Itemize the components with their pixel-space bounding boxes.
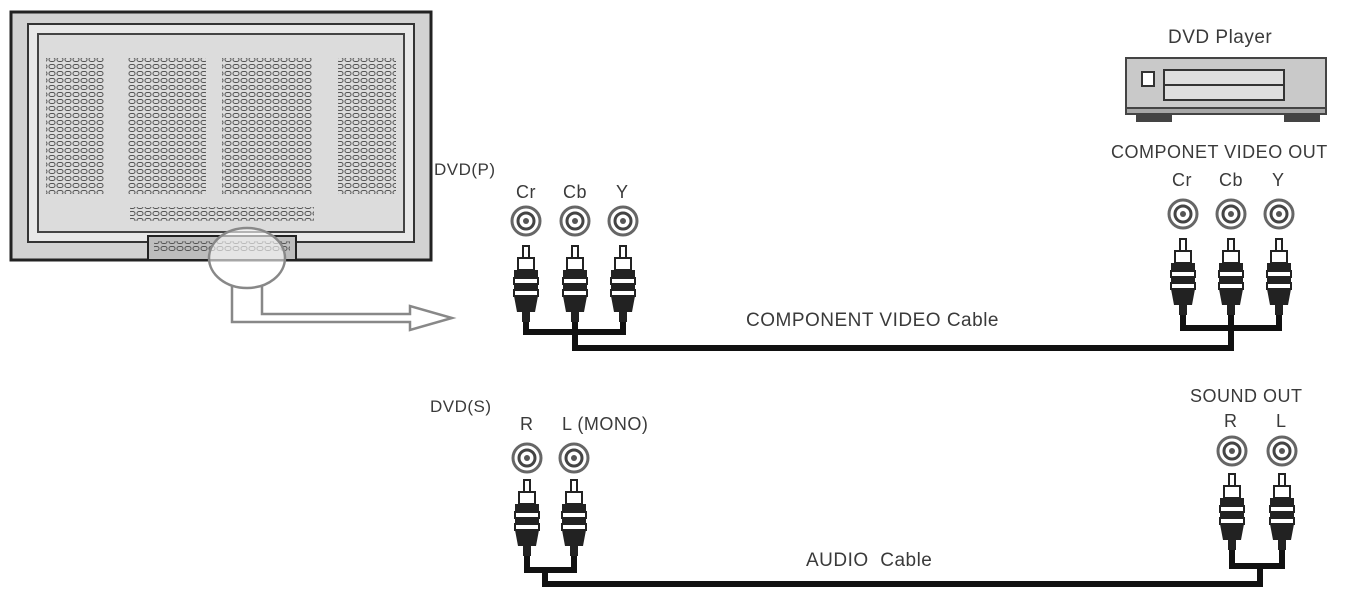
tv-jack-label-l-mono: L (MONO) (562, 414, 649, 434)
dvd-jack-label-cb: Cb (1219, 170, 1244, 190)
dvd-jack-label-l: L (1276, 411, 1287, 431)
dvd-video-plugs (1170, 238, 1292, 316)
tv-jack-label-y: Y (616, 182, 629, 202)
dvd-player-illustration (1125, 57, 1327, 122)
component-video-out-label: COMPONET VIDEO OUT (1111, 142, 1328, 162)
tv-video-jacks (510, 205, 639, 237)
tv-audio-plugs (514, 479, 587, 557)
dvd-player-title: DVD Player (1168, 27, 1273, 48)
component-video-cable-label: COMPONENT VIDEO Cable (746, 310, 999, 331)
dvd-video-jacks (1167, 198, 1295, 230)
zoom-callout-arrow (207, 226, 457, 332)
tv-jack-label-cb: Cb (563, 182, 588, 202)
component-video-cable (523, 315, 1282, 351)
dvd-jack-label-r: R (1224, 411, 1238, 431)
sound-out-label: SOUND OUT (1190, 386, 1303, 406)
audio-cable-label: AUDIO Cable (806, 550, 933, 571)
tv-video-plugs (513, 245, 636, 323)
tv-illustration (9, 10, 433, 262)
dvd-jack-label-y: Y (1272, 170, 1285, 190)
dvd-audio-plugs (1219, 473, 1295, 551)
dvd-jack-label-cr: Cr (1172, 170, 1192, 190)
audio-cable (524, 550, 1285, 587)
tv-video-input-label: DVD(P) (434, 160, 496, 179)
tv-jack-label-cr: Cr (516, 182, 536, 202)
tv-audio-jacks (511, 442, 590, 474)
tv-jack-label-r: R (520, 414, 534, 434)
tv-audio-input-label: DVD(S) (430, 397, 492, 416)
dvd-audio-jacks (1216, 435, 1298, 467)
